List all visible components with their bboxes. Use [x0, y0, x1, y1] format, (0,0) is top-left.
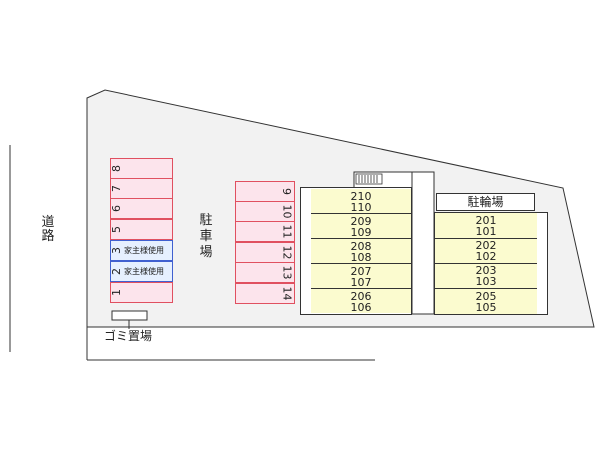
unit-lower: 107	[350, 276, 372, 289]
parking-slot: 14	[235, 283, 295, 304]
parking-slot-number: 6	[110, 205, 123, 212]
building-right: 201 101 202 102 203 103 205 105	[434, 212, 548, 315]
parking-slot-number: 11	[280, 224, 294, 239]
parking-slot-number: 14	[280, 286, 294, 301]
unit-upper: 205	[475, 290, 497, 303]
unit-row: 205 105	[435, 289, 537, 314]
building-left: 210 110 209 109 208 108 207 107 206 106	[300, 187, 412, 315]
parking-slot-reserved: 2 家主様使用	[110, 261, 173, 282]
unit-row: 206 106	[311, 289, 411, 313]
parking-slot: 7	[110, 178, 173, 199]
unit-lower: 110	[350, 201, 372, 214]
unit-row: 202 102	[435, 239, 537, 264]
middle-parking: 9 10 11 12 13 14	[235, 181, 295, 305]
parking-slot: 10	[235, 201, 295, 222]
parking-label-char-2: 車	[199, 229, 213, 244]
unit-upper: 208	[350, 240, 372, 253]
parking-slot: 11	[235, 221, 295, 242]
parking-slot-number: 12	[280, 245, 294, 260]
parking-slot: 9	[235, 181, 295, 202]
road-label-char-2: 路	[41, 229, 55, 244]
unit-lower: 101	[475, 225, 497, 238]
parking-slot-number: 9	[280, 188, 293, 195]
unit-lower: 109	[350, 226, 372, 239]
unit-upper: 201	[475, 214, 497, 227]
stair-block	[355, 173, 383, 185]
unit-row: 210 110	[311, 189, 411, 214]
unit-row: 207 107	[311, 264, 411, 289]
reserved-label: 家主様使用	[124, 246, 164, 255]
unit-lower: 103	[475, 275, 497, 288]
parking-slot: 12	[235, 242, 295, 263]
parking-slot-number: 13	[280, 265, 294, 280]
walkway-right	[411, 171, 435, 315]
unit-upper: 206	[350, 290, 372, 303]
parking-slot: 13	[235, 262, 295, 283]
unit-lower: 102	[475, 250, 497, 263]
parking-label-char-1: 駐	[199, 213, 213, 228]
parking-slot-number: 2	[110, 268, 123, 275]
parking-slot-number: 3	[110, 247, 123, 254]
parking-slot-number: 8	[110, 165, 123, 172]
unit-upper: 210	[350, 190, 372, 203]
road-label-char-1: 道	[41, 215, 55, 230]
unit-row: 201 101	[435, 213, 537, 239]
parking-slot-number: 7	[110, 185, 123, 192]
unit-upper: 207	[350, 265, 372, 278]
unit-lower: 108	[350, 251, 372, 264]
parking-slot: 1	[110, 282, 173, 303]
reserved-label: 家主様使用	[124, 267, 164, 276]
bike-parking-label: 駐輪場	[467, 195, 504, 209]
unit-upper: 202	[475, 239, 497, 252]
parking-slot-reserved: 3 家主様使用	[110, 240, 173, 261]
unit-upper: 209	[350, 215, 372, 228]
bike-parking: 駐輪場	[436, 193, 535, 211]
unit-row: 203 103	[435, 264, 537, 289]
unit-lower: 105	[475, 301, 497, 314]
parking-slot-number: 5	[110, 226, 123, 233]
parking-label-char-3: 場	[199, 245, 213, 260]
unit-row: 209 109	[311, 214, 411, 239]
parking-slot-number: 1	[110, 289, 123, 296]
parking-slot: 5	[110, 219, 173, 240]
trash-area-label: ゴミ置場	[104, 329, 153, 343]
unit-row: 208 108	[311, 239, 411, 264]
trash-box	[111, 310, 148, 321]
unit-upper: 203	[475, 264, 497, 277]
parking-slot: 8	[110, 158, 173, 179]
parking-slot: 6	[110, 198, 173, 219]
parking-slot-number: 10	[280, 204, 294, 219]
left-parking: 8 7 6 5 3 家主様使用 2 家主様使用 1	[110, 158, 173, 303]
unit-lower: 106	[350, 301, 372, 314]
